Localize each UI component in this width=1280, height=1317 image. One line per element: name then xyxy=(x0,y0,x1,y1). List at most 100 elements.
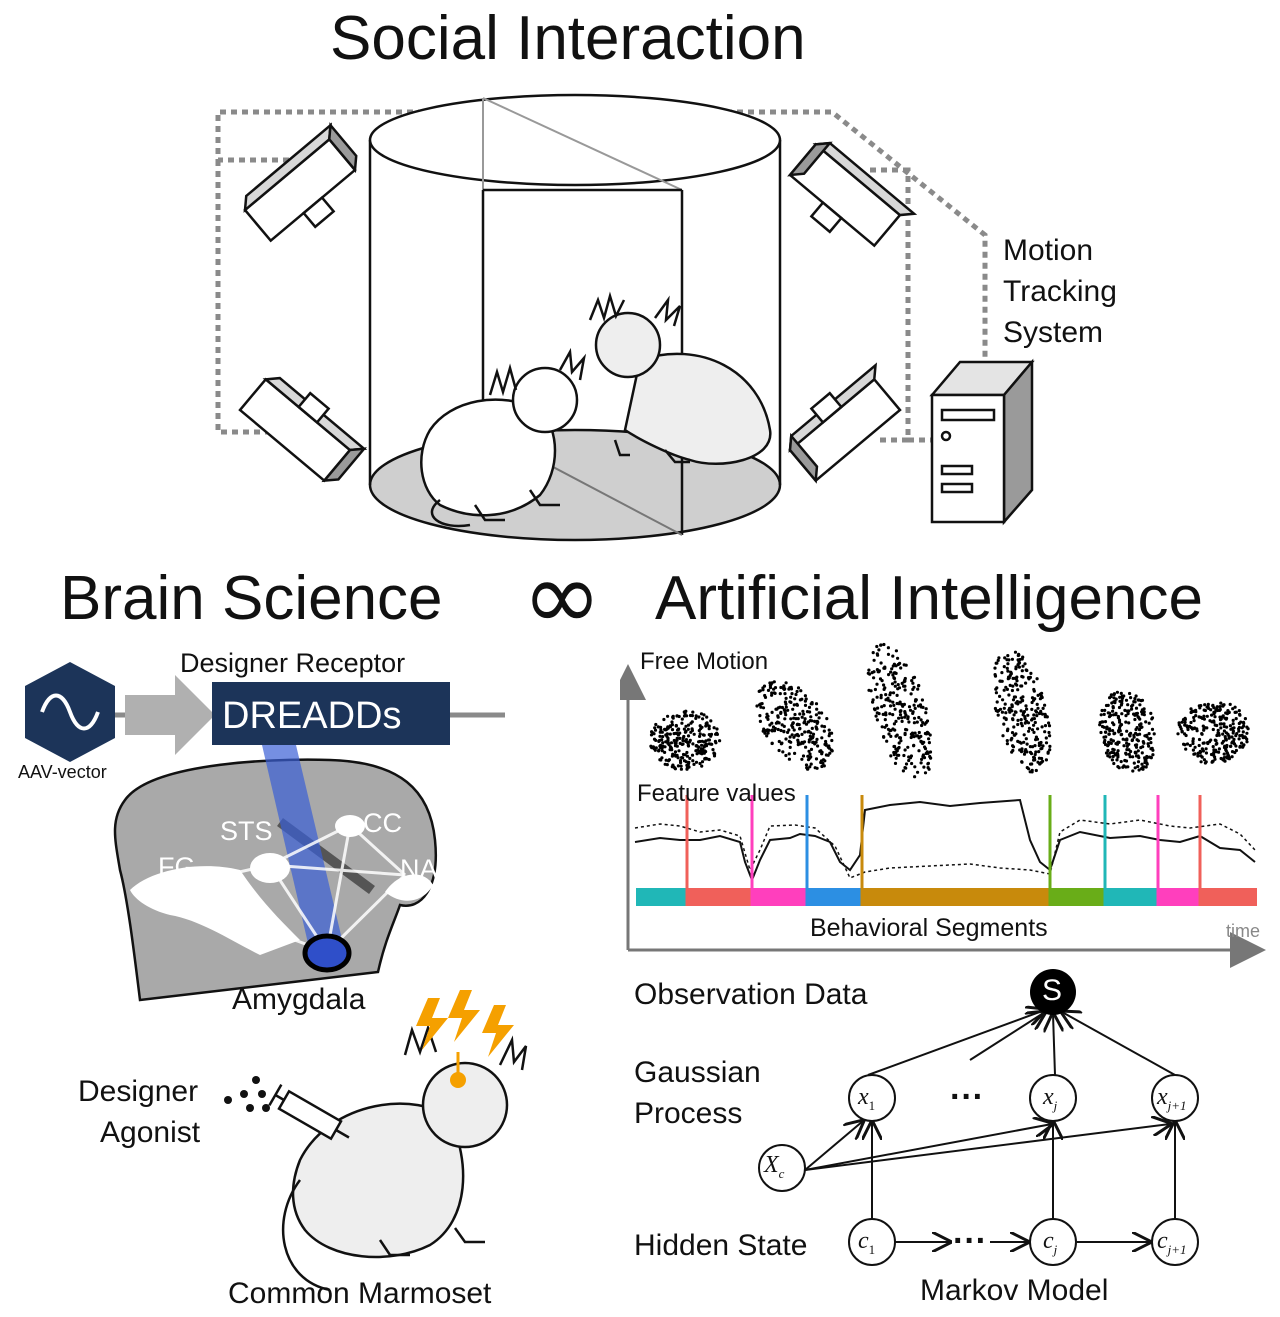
point-cloud-dot xyxy=(668,732,672,736)
point-cloud-dot xyxy=(807,705,812,709)
point-cloud-dot xyxy=(1112,692,1116,696)
point-cloud-dot xyxy=(904,663,908,667)
point-cloud-dot xyxy=(1002,688,1006,692)
edge-xc-xj xyxy=(804,1124,1052,1171)
point-cloud-dot xyxy=(1206,741,1210,745)
segment-bar xyxy=(636,888,686,906)
observation-label: Observation Data xyxy=(634,978,868,1011)
point-cloud-dot xyxy=(1022,752,1027,756)
point-cloud-dot xyxy=(1131,755,1135,759)
point-cloud-dot xyxy=(1043,730,1047,734)
point-cloud-dot xyxy=(1108,727,1112,731)
point-cloud-dot xyxy=(1141,745,1145,749)
point-cloud-dot xyxy=(1117,705,1122,710)
point-cloud-dot xyxy=(1047,724,1052,728)
point-cloud-dot xyxy=(804,745,808,749)
point-cloud-dot xyxy=(804,722,809,726)
point-cloud-dot xyxy=(1150,727,1155,731)
cj1-base: c xyxy=(1157,1228,1168,1254)
point-cloud-dot xyxy=(1208,719,1212,723)
point-cloud-dot xyxy=(1144,720,1148,724)
point-cloud-dot xyxy=(1030,717,1035,721)
point-cloud-dot xyxy=(910,761,914,766)
point-cloud-dot xyxy=(1227,757,1231,761)
point-cloud-dot xyxy=(1012,733,1016,737)
point-cloud-dot xyxy=(1203,761,1207,765)
point-cloud-dot xyxy=(668,745,673,749)
point-cloud-dot xyxy=(1006,662,1010,666)
point-cloud-dot xyxy=(1037,750,1041,754)
point-cloud-dot xyxy=(1112,732,1116,736)
xc-node-label: Xc xyxy=(764,1153,784,1180)
point-cloud-dot xyxy=(788,745,792,749)
camera-top-left-lens xyxy=(301,195,336,229)
point-cloud-dot xyxy=(1146,742,1150,746)
agonist-dot xyxy=(258,1090,266,1098)
point-cloud-dot xyxy=(1116,765,1120,769)
point-cloud-dot xyxy=(1040,712,1045,716)
point-cloud-dot xyxy=(1152,732,1156,736)
cj-node xyxy=(1029,1218,1077,1266)
point-cloud-dot xyxy=(1043,703,1047,707)
point-cloud-dot xyxy=(813,766,817,770)
point-cloud-dot xyxy=(1019,718,1023,722)
point-cloud-dot xyxy=(921,705,925,709)
x-ellipsis: ··· xyxy=(950,1078,984,1116)
point-cloud-dot xyxy=(1214,750,1218,754)
point-cloud-dot xyxy=(1005,739,1009,743)
point-cloud-dot xyxy=(796,717,800,721)
point-cloud-dot xyxy=(1106,748,1110,753)
point-cloud-dot xyxy=(1138,703,1142,707)
point-cloud-dot xyxy=(1237,729,1241,733)
point-cloud-dot xyxy=(811,740,815,744)
injected-marmoset-body xyxy=(291,1102,465,1259)
brain-science-title: Brain Science xyxy=(60,564,443,633)
point-cloud-dot xyxy=(1206,704,1210,708)
point-cloud-dot xyxy=(923,747,928,751)
point-cloud-dot xyxy=(770,691,774,695)
point-cloud-dot xyxy=(873,708,877,712)
point-cloud-dot xyxy=(1180,730,1184,734)
point-cloud-dot xyxy=(700,764,704,768)
point-cloud-dot xyxy=(1011,745,1016,749)
point-cloud-dot xyxy=(654,722,658,727)
point-cloud-dot xyxy=(766,688,771,692)
point-cloud-dot xyxy=(880,725,884,729)
point-cloud-dot xyxy=(888,693,892,697)
point-cloud-dot xyxy=(663,745,667,749)
point-cloud-dot xyxy=(903,715,907,719)
point-cloud-dot xyxy=(704,722,708,726)
point-cloud-dot xyxy=(1009,670,1013,674)
point-cloud-2 xyxy=(755,680,834,771)
point-cloud-dot xyxy=(879,693,883,697)
computer-drive-bay xyxy=(940,408,996,422)
point-cloud-dot xyxy=(776,706,780,710)
point-cloud-dot xyxy=(1120,699,1124,703)
point-cloud-dot xyxy=(1030,762,1034,766)
point-cloud-dot xyxy=(1212,706,1216,710)
point-cloud-dot xyxy=(790,723,794,728)
point-cloud-dot xyxy=(788,735,792,739)
model-nodes xyxy=(758,1074,1199,1266)
point-cloud-dot xyxy=(758,689,762,693)
point-cloud-dot xyxy=(915,720,919,724)
point-cloud-dot xyxy=(675,753,679,757)
point-cloud-dot xyxy=(776,727,780,732)
point-cloud-dot xyxy=(1001,734,1005,738)
point-cloud-dot xyxy=(1125,741,1129,745)
point-cloud-dot xyxy=(816,720,820,724)
point-cloud-dot xyxy=(805,710,810,714)
point-cloud-dot xyxy=(1102,712,1106,716)
point-cloud-dot xyxy=(679,761,683,765)
point-cloud-dot xyxy=(1038,761,1042,766)
camera-top-left-side xyxy=(327,122,358,174)
point-cloud-dot xyxy=(657,738,662,743)
computer-tower-icon xyxy=(929,358,1035,526)
point-cloud-dot xyxy=(700,760,705,764)
point-cloud-dot xyxy=(1032,730,1036,734)
point-cloud-dot xyxy=(1241,735,1245,739)
point-cloud-dot xyxy=(903,688,907,692)
point-cloud-dot xyxy=(694,749,698,753)
point-cloud-dot xyxy=(689,721,693,725)
point-cloud-dot xyxy=(878,677,883,681)
